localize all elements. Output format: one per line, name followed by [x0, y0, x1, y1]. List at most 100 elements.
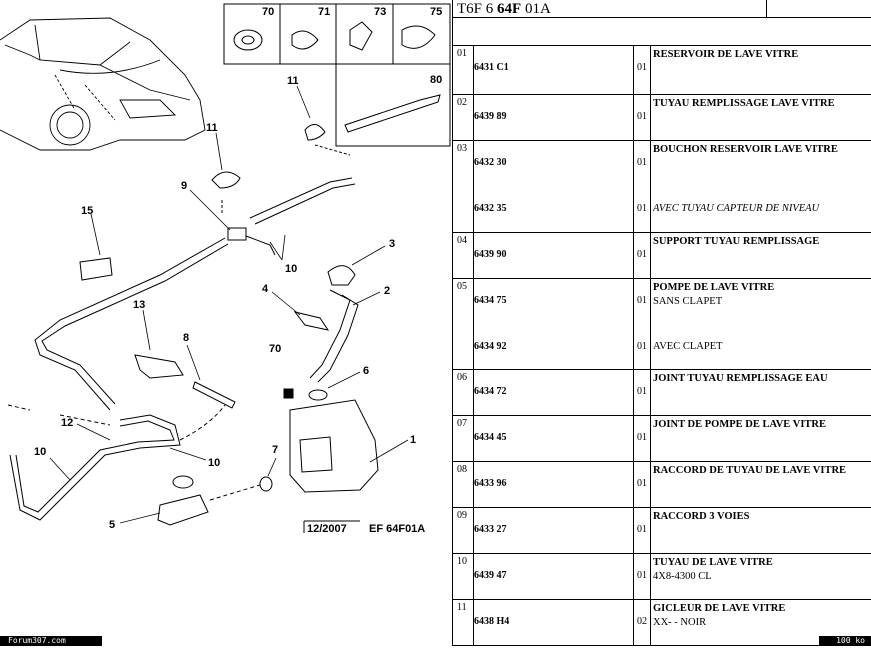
desc-cell: JOINT DE POMPE DE LAVE VITRE — [651, 416, 871, 461]
part-reference[interactable]: 6433 96 — [474, 478, 507, 489]
seal-6 — [308, 389, 328, 401]
pump — [157, 494, 209, 526]
hose-lines — [7, 177, 356, 521]
stamp-date: 12/2007 — [307, 523, 347, 535]
qty-cell: 01 — [634, 46, 651, 94]
qty-cell: 01 — [634, 233, 651, 278]
callout: 1 — [410, 434, 416, 446]
ref-cell: 6438 H4 — [470, 600, 634, 645]
part-reference[interactable]: 6434 92 — [474, 341, 507, 352]
callout: 6 — [363, 365, 369, 377]
part-quantity: 02 — [637, 616, 647, 627]
part-reference[interactable]: 6434 75 — [474, 295, 507, 306]
callout: 12 — [61, 417, 73, 429]
part-quantity: 01 — [637, 111, 647, 122]
ref-cell: 6439 89 — [470, 95, 634, 140]
exploded-diagram: 70 71 73 75 80 1 2 3 4 5 6 7 8 9 10 10 1… — [0, 3, 451, 535]
part-quantity: 01 — [637, 432, 647, 443]
header-code-prefix: T6F 6 — [457, 1, 498, 17]
inset-panel — [223, 3, 451, 147]
part-description: RACCORD DE TUYAU DE LAVE VITRE — [653, 465, 847, 476]
callout: 8 — [183, 332, 189, 344]
part-quantity: 01 — [637, 157, 647, 168]
part-quantity: 01 — [637, 524, 647, 535]
connector-8 — [192, 381, 236, 409]
callout: 13 — [133, 299, 145, 311]
qty-cell: 01 — [634, 508, 651, 553]
connector-13 — [134, 354, 184, 379]
callout: 11 — [206, 122, 218, 134]
callout: 5 — [109, 519, 115, 531]
marker-70 — [283, 388, 294, 399]
part-reference[interactable]: 6439 89 — [474, 111, 507, 122]
part-reference[interactable]: 6433 27 — [474, 524, 507, 535]
three-way-connector — [227, 227, 247, 241]
reservoir — [289, 399, 379, 493]
callout: 10 — [285, 263, 297, 275]
desc-cell: RACCORD 3 VOIES — [651, 508, 871, 553]
part-description: TUYAU REMPLISSAGE LAVE VITRE — [653, 98, 835, 109]
item-number: 02 — [453, 95, 474, 140]
part-reference[interactable]: 6438 H4 — [474, 616, 510, 627]
item-number: 09 — [453, 508, 474, 553]
part-reference[interactable]: 6439 90 — [474, 249, 507, 260]
part-reference[interactable]: 6434 72 — [474, 386, 507, 397]
part-reference[interactable]: 6432 35 — [474, 203, 507, 214]
item-number: 03 — [453, 141, 474, 232]
callout: 4 — [262, 283, 269, 295]
qty-cell: 01 — [634, 95, 651, 140]
desc-cell: SUPPORT TUYAU REMPLISSAGE — [651, 233, 871, 278]
part-quantity: 01 — [637, 478, 647, 489]
callout: 15 — [81, 205, 93, 217]
part-reference[interactable]: 6432 30 — [474, 157, 507, 168]
part-description: AVEC TUYAU CAPTEUR DE NIVEAU — [653, 203, 820, 214]
ref-cell: 6439 47 — [470, 554, 634, 599]
part-reference[interactable]: 6434 45 — [474, 432, 507, 443]
part-quantity: 01 — [637, 295, 647, 306]
part-reference[interactable]: 6431 C1 — [474, 62, 509, 73]
part-description-detail: SANS CLAPET — [653, 296, 723, 307]
qty-cell: 01 — [634, 554, 651, 599]
part-quantity: 01 — [637, 341, 647, 352]
diagram-svg: 70 71 73 75 80 1 2 3 4 5 6 7 8 9 10 10 1… — [0, 3, 451, 535]
part-description: TUYAU DE LAVE VITRE — [653, 557, 773, 568]
item-number: 04 — [453, 233, 474, 278]
nozzle-right — [304, 124, 326, 141]
desc-cell: RESERVOIR DE LAVE VITRE — [651, 46, 871, 94]
callout: 11 — [287, 75, 299, 87]
part-description: RACCORD 3 VOIES — [653, 511, 750, 522]
part-description-detail: XX- - NOIR — [653, 617, 707, 628]
stamp-ref: EF 64F01A — [369, 523, 425, 535]
header-code-bold: 64F — [497, 1, 522, 17]
qty-cell: 02 — [634, 600, 651, 645]
item-number: 11 — [453, 600, 474, 645]
part-reference[interactable]: 6439 47 — [474, 570, 507, 581]
callout: 9 — [181, 180, 187, 192]
callout-labels: 1 2 3 4 5 6 7 8 9 10 10 10 11 11 12 13 1… — [34, 75, 416, 531]
qty-cell: 01 01 — [634, 279, 651, 369]
cap-3 — [327, 265, 356, 286]
inset-labels: 70 71 73 75 80 — [262, 6, 442, 86]
qty-cell: 01 — [634, 416, 651, 461]
ref-cell: 6434 45 — [470, 416, 634, 461]
leader-lines — [49, 85, 409, 524]
part-description: SUPPORT TUYAU REMPLISSAGE — [653, 236, 820, 247]
item-number: 07 — [453, 416, 474, 461]
callout: 3 — [389, 238, 395, 250]
diagram-stamp: 12/2007 EF 64F01A — [303, 520, 425, 535]
callout: 10 — [34, 446, 46, 458]
desc-cell: TUYAU REMPLISSAGE LAVE VITRE — [651, 95, 871, 140]
clip-15 — [79, 257, 113, 281]
